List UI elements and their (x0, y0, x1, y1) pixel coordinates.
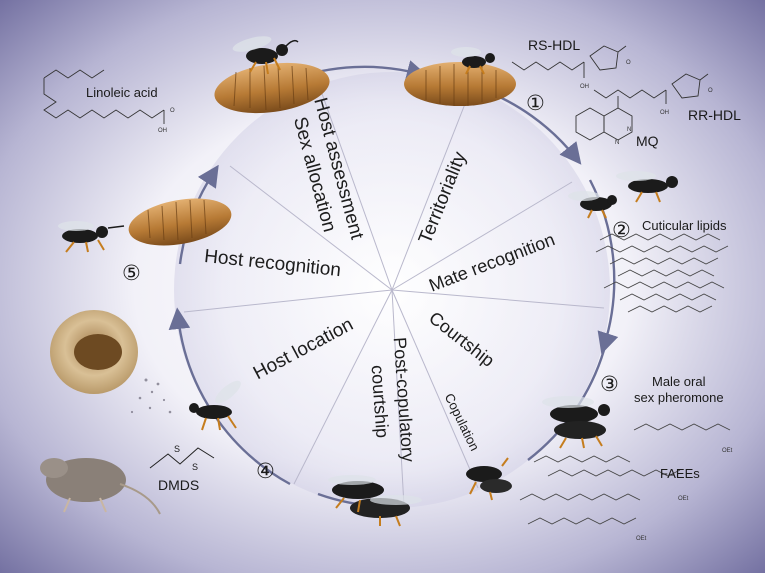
host-puparium-territory (404, 62, 516, 106)
label-male-oral-line2: sex pheromone (634, 390, 724, 405)
label-rr-hdl: RR-HDL (688, 107, 741, 123)
linoleic-acid-structure (43, 69, 165, 124)
dead-mouse (40, 458, 161, 515)
stage-number-4: ④ (256, 460, 275, 483)
dmds-sulfur-1: S (174, 444, 180, 454)
dmds-sulfur-2: S (192, 462, 198, 472)
label-faees: FAEEs (660, 466, 700, 481)
stage-number-3: ③ (600, 373, 619, 396)
rs-hdl-structure (511, 45, 627, 78)
label-male-oral-line1: Male oral (652, 374, 706, 389)
rr-hdl-structure (593, 73, 709, 104)
linoleic-oh: OH (158, 128, 167, 134)
faee-oet-3: OEt (636, 536, 647, 542)
rs-hdl-o: O (626, 60, 631, 66)
label-rs-hdl: RS-HDL (528, 37, 580, 53)
dmds-structure (149, 447, 215, 469)
wasp-host-location (189, 380, 241, 431)
wasp-pair-courtship (542, 396, 610, 449)
rr-hdl-oh: OH (660, 110, 669, 116)
wasp-on-puparium-left (232, 36, 299, 75)
label-cuticular-lipids: Cuticular lipids (642, 218, 727, 233)
faee-structures (519, 423, 731, 525)
wasp-host-recognition (58, 221, 125, 253)
wasp-pair-post-copulatory (328, 475, 422, 527)
rs-hdl-oh: OH (580, 84, 589, 90)
wasp-pair-mate-recognition (568, 171, 678, 219)
mq-n-2: N (615, 140, 619, 146)
mq-n-1: N (627, 127, 631, 133)
cuticular-lipid-structures (595, 233, 729, 313)
bird-nest (50, 310, 172, 414)
label-dmds: DMDS (158, 477, 199, 493)
label-mq: MQ (636, 133, 659, 149)
faee-oet-1: OEt (722, 448, 733, 454)
wasp-on-puparium-right (451, 47, 495, 75)
faee-oet-2: OEt (678, 496, 689, 502)
wasp-pair-copulation (466, 457, 512, 501)
label-linoleic-acid: Linoleic acid (86, 85, 158, 100)
linoleic-o: O (170, 108, 175, 114)
host-puparium-assessment (214, 62, 330, 114)
rr-hdl-o: O (708, 88, 713, 94)
stage-number-1: ① (526, 92, 545, 115)
stage-number-5: ⑤ (122, 262, 141, 285)
mq-structure (575, 96, 633, 141)
host-puparium-recognition (128, 198, 232, 246)
sector-dividers (183, 85, 605, 507)
